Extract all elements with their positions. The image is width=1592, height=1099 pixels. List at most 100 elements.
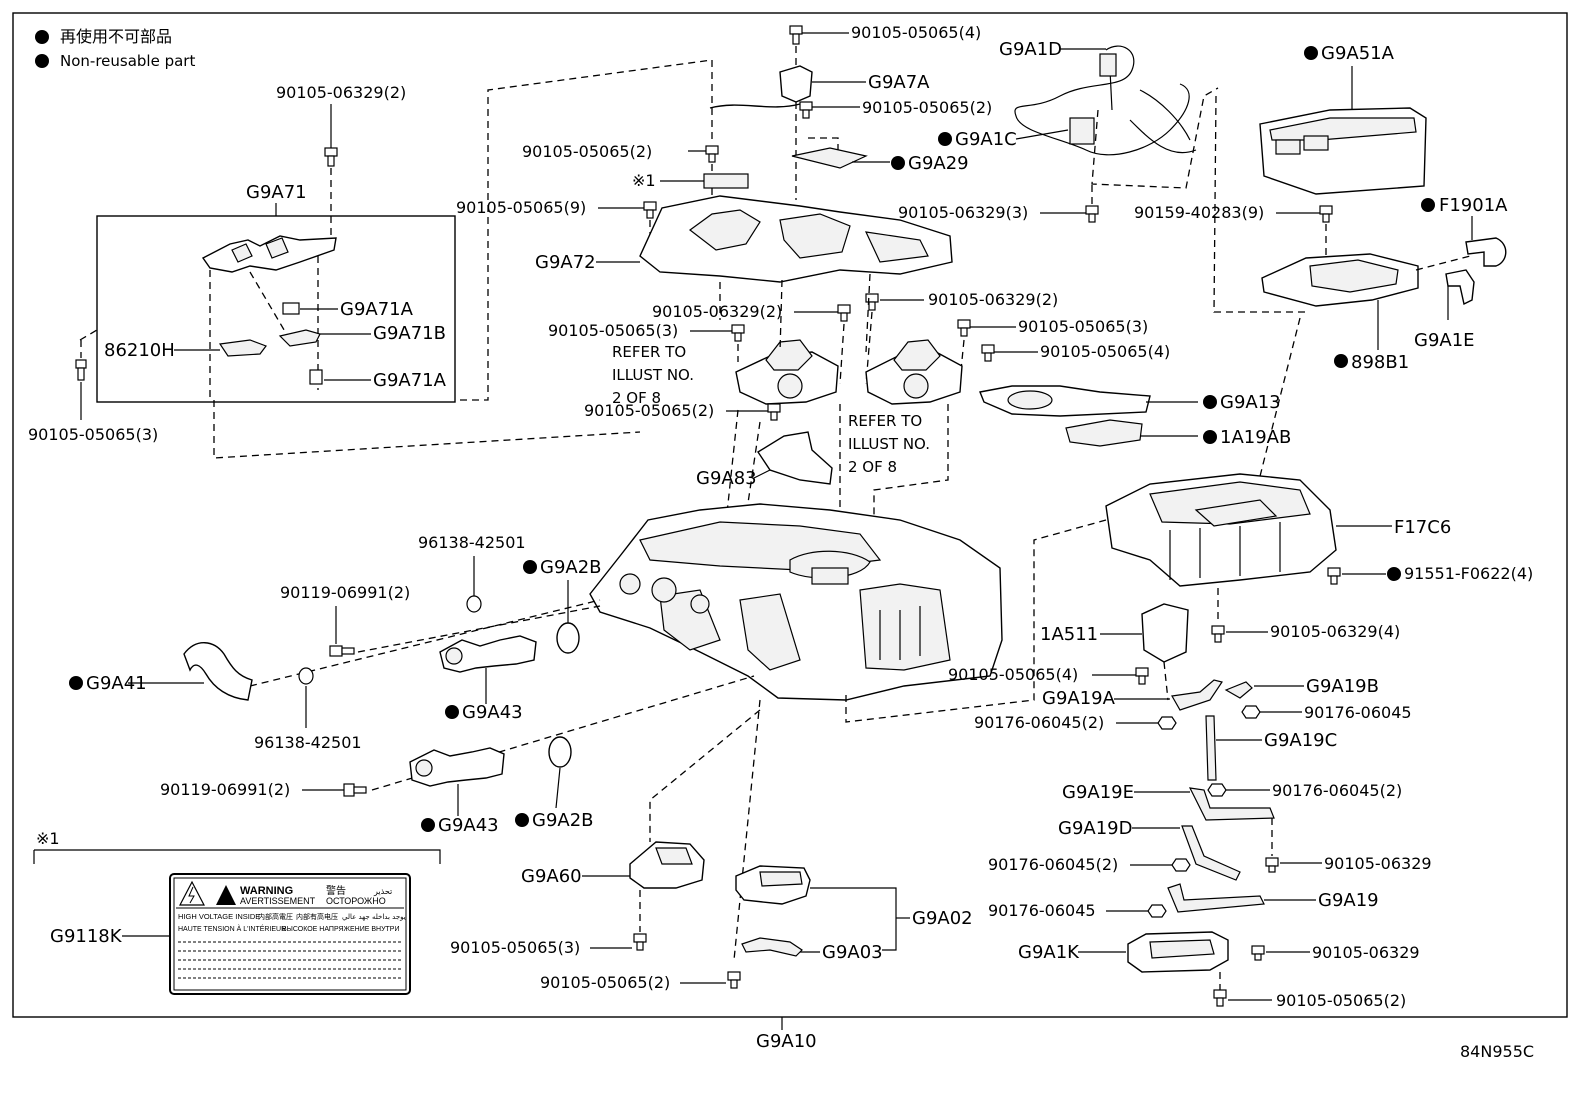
- nut-icon: [1157, 716, 1177, 730]
- bolt-icon: [1211, 625, 1225, 643]
- label-g9a2b-b: G9A2B: [532, 810, 594, 831]
- label-1a511: 1A511: [1040, 624, 1098, 645]
- label-90105-05065-2-b: 90105-05065(2): [522, 142, 652, 161]
- label-90105-06329-2-right: 90105-06329(2): [928, 290, 1058, 309]
- g9a19d-busbar: [1181, 825, 1241, 881]
- label-90176-06045-2-b: 90176-06045(2): [1272, 781, 1402, 800]
- label-g9a1d: G9A1D: [999, 39, 1062, 60]
- label-g9a43-a: G9A43: [462, 702, 523, 723]
- label-90105-06329-3: 90105-06329(3): [898, 203, 1028, 222]
- g9a2b-oring-a: [556, 622, 580, 654]
- label-96138-42501-b: 96138-42501: [254, 733, 362, 752]
- label-91551-f0622-4: 91551-F0622(4): [1404, 564, 1533, 583]
- warning-line1-jp: 内部高電圧: [258, 912, 293, 921]
- note-refer-1-line3: 2 OF 8: [612, 389, 661, 407]
- label-g9118k: G9118K: [50, 926, 123, 947]
- label-90105-05065-9: 90105-05065(9): [456, 198, 586, 217]
- g9a83-bracket: [757, 431, 833, 485]
- warning-line2-ru: ВЫСОКОЕ НАПРЯЖЕНИЕ ВНУТРИ: [282, 926, 400, 933]
- label-90176-06045-b: 90176-06045: [988, 901, 1096, 920]
- bolt-icon: [1319, 205, 1333, 223]
- label-f1901a: F1901A: [1439, 195, 1508, 216]
- bolt-icon: [981, 344, 995, 362]
- bolt-icon: [837, 304, 851, 322]
- 1a511-relay: [1141, 603, 1189, 663]
- g9a43-pipe-a: [439, 635, 537, 673]
- g9a19-busbar: [1167, 883, 1265, 913]
- label-90105-05065-3-mid: 90105-05065(3): [548, 321, 678, 340]
- label-90105-06329-4: 90105-06329(4): [1270, 622, 1400, 641]
- warning-ru: ОСТОРОЖНО: [326, 896, 386, 906]
- bolt-icon: [957, 319, 971, 337]
- label-g9a03: G9A03: [822, 942, 883, 963]
- label-g9a19e: G9A19E: [1062, 782, 1134, 803]
- legend-dot-icon: [35, 30, 49, 44]
- note-asterisk-box: ※1: [36, 829, 60, 848]
- nonreusable-dot-icon: [1304, 46, 1318, 60]
- nonreusable-dot-icon: [515, 813, 529, 827]
- bolt-icon: [865, 293, 879, 311]
- middle-actuators-group: 90105-06329(2) 90105-06329(2) 90105-0506…: [548, 290, 1170, 561]
- footer-assembly-label: G9A10: [756, 1031, 817, 1052]
- screw-icon: [309, 369, 323, 385]
- bolt-icon: [1213, 989, 1227, 1007]
- g9a13-gasket: [979, 385, 1151, 417]
- label-g9a71: G9A71: [246, 182, 307, 203]
- label-90105-05065-4-low: 90105-05065(4): [948, 665, 1078, 684]
- bolt-icon: [705, 145, 719, 163]
- label-g9a71b: G9A71B: [373, 323, 446, 344]
- label-f17c6: F17C6: [1394, 517, 1451, 538]
- g9a19b-busbar: [1224, 681, 1253, 699]
- g9a1d-group: G9A1D G9A1C 90105-06329(3): [898, 39, 1219, 223]
- label-g9a1c: G9A1C: [955, 129, 1017, 150]
- note-refer-2-line2: ILLUST NO.: [848, 435, 930, 453]
- g9a2b-oring-b: [548, 736, 572, 768]
- label-90105-05065-4-right: 90105-05065(4): [1040, 342, 1170, 361]
- nonreusable-dot-icon: [891, 156, 905, 170]
- label-g9a2b-a: G9A2B: [540, 557, 602, 578]
- warning-title: WARNING: [240, 885, 293, 897]
- screw-icon: [282, 302, 300, 315]
- legend-dot-icon: [35, 54, 49, 68]
- nonreusable-dot-icon: [1387, 567, 1401, 581]
- bolt-icon: [767, 403, 781, 421]
- label-g9a1e: G9A1E: [1414, 330, 1475, 351]
- note-asterisk-inline: ※1: [632, 171, 656, 190]
- g9a13-group: G9A13 1A19AB: [979, 317, 1301, 501]
- bolt-icon: [1251, 945, 1265, 961]
- warning-line2: HAUTE TENSION À L'INTÉRIEUR: [178, 924, 286, 933]
- note-refer-1-line1: REFER TO: [612, 343, 686, 361]
- clamp-icon: [466, 595, 482, 613]
- label-90105-06329-b: 90105-06329: [1312, 943, 1420, 962]
- label-90105-06329-a: 90105-06329: [1324, 854, 1432, 873]
- label-90105-05065-3-low: 90105-05065(3): [450, 938, 580, 957]
- note-refer-2-line1: REFER TO: [848, 412, 922, 430]
- warning-avertissement: AVERTISSEMENT: [240, 896, 316, 906]
- nut-icon: [1207, 783, 1227, 797]
- label-g9a7a: G9A7A: [868, 72, 930, 93]
- nonreusable-dot-icon: [938, 132, 952, 146]
- label-g9a02: G9A02: [912, 908, 973, 929]
- legend-jp: 再使用不可部品: [60, 27, 172, 46]
- busbar-group: G9A19A G9A19B 90176-06045(2) 90176-06045…: [974, 676, 1432, 1010]
- label-90159-40283-9: 90159-40283(9): [1134, 203, 1264, 222]
- label-90105-06329-2-mid: 90105-06329(2): [652, 302, 782, 321]
- alert-triangle-icon: [216, 885, 236, 905]
- label-g9a83: G9A83: [696, 468, 757, 489]
- bolt-icon: [731, 324, 745, 342]
- nonreusable-dot-icon: [1334, 354, 1348, 368]
- warning-jp: 警告: [326, 884, 346, 897]
- note-refer-1-line2: ILLUST NO.: [612, 366, 694, 384]
- nut-icon: [1147, 904, 1167, 918]
- label-g9a71a-1: G9A71A: [340, 299, 414, 320]
- label-g9a72: G9A72: [535, 252, 596, 273]
- g9a51a-group: G9A51A 90159-40283(9) F1901A 898B1 G9A1E: [1134, 43, 1508, 373]
- asterisk-label-sticker: [703, 173, 749, 189]
- label-g9a1k: G9A1K: [1018, 942, 1080, 963]
- g9a71-group: G9A71 90105-06329(2) G9A71A G9A71B 86210…: [28, 83, 456, 444]
- warning-label-section: ※1 G9118K WARNING AVERTISSEMENT 警告 تحذير…: [33, 829, 441, 995]
- bolt-icon: [1265, 857, 1279, 873]
- g9a1e-connector: [1445, 269, 1475, 306]
- 1a19ab-sheet: [1065, 419, 1143, 447]
